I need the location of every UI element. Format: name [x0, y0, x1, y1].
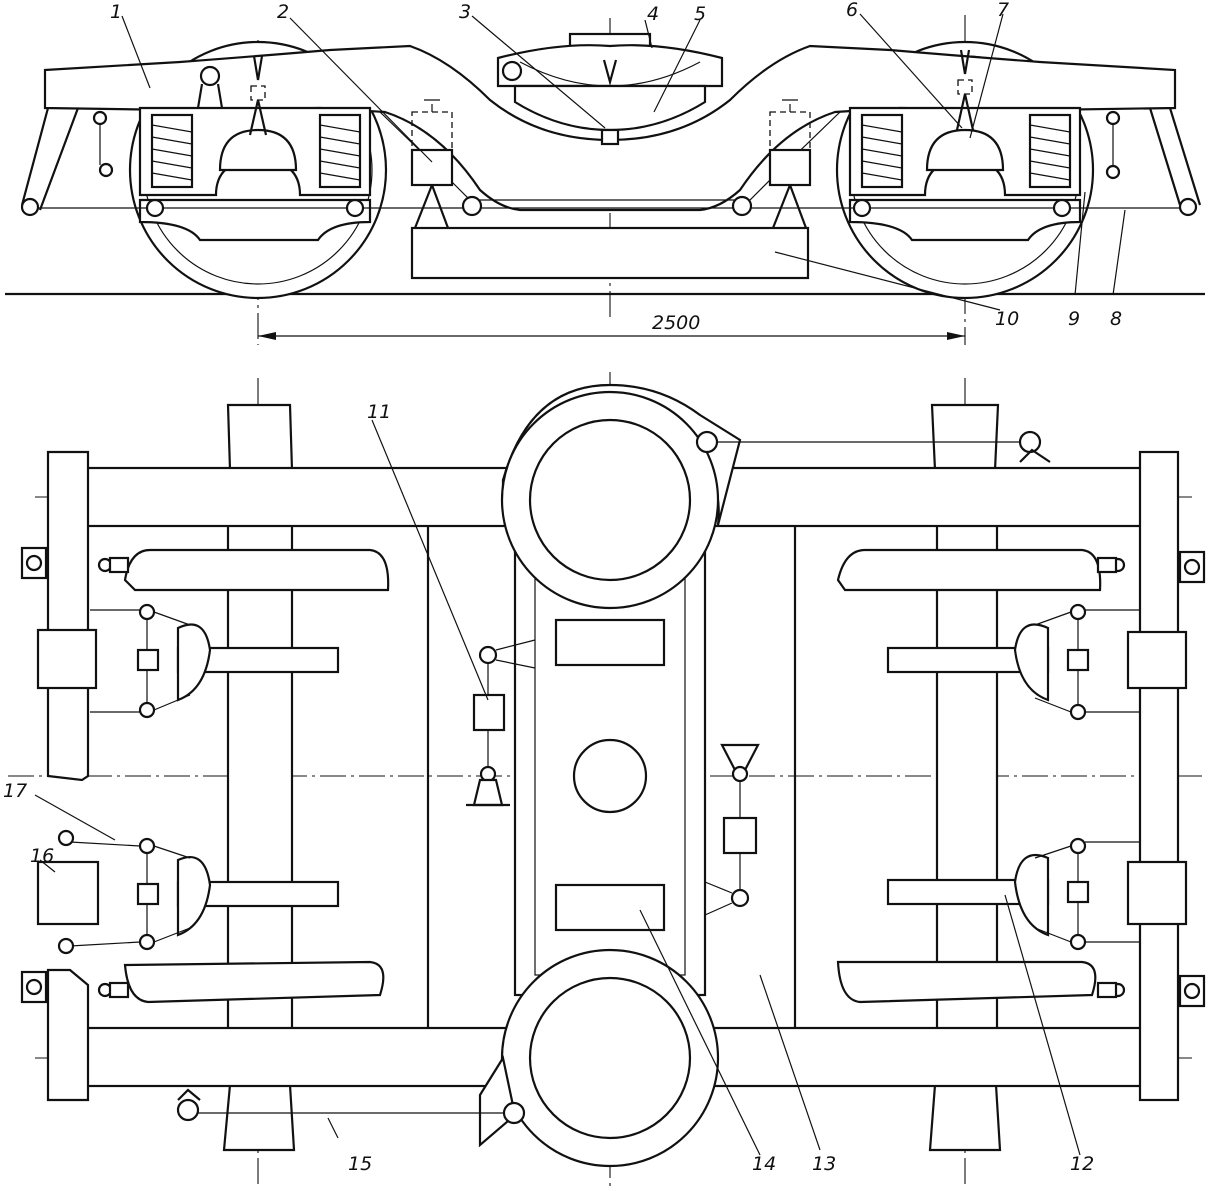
right-lower-bar [848, 198, 1082, 242]
side-leaders [121, 13, 1126, 311]
label-6: 6 [846, 0, 858, 21]
left-springs [150, 113, 362, 189]
label-2: 2 [277, 1, 289, 23]
center-pivot [496, 32, 724, 146]
dampers [466, 639, 760, 916]
right-springs [860, 113, 1072, 189]
left-end-member-lower [46, 968, 90, 1102]
box-16 [36, 860, 100, 926]
plan-leaders [34, 419, 1081, 1156]
label-14: 14 [752, 1153, 776, 1175]
label-11: 11 [367, 401, 391, 423]
item-labels: 1 2 3 4 5 6 7 10 9 8 11 17 16 15 14 13 1… [3, 0, 1122, 1175]
side-lugs [20, 546, 1206, 1008]
plan-view [8, 372, 1206, 1188]
link-pivots [145, 65, 1072, 218]
brake-hangers [20, 107, 1202, 217]
left-lower-bar [138, 198, 372, 242]
label-8: 8 [1110, 308, 1122, 330]
left-journal [218, 128, 298, 172]
right-end-member [1138, 450, 1180, 1102]
bogie-frame [43, 44, 1177, 212]
center-bowl [513, 84, 707, 132]
axle-hanger-links [248, 49, 975, 136]
label-15: 15 [348, 1153, 372, 1175]
axle-housings [222, 403, 1002, 1152]
side-view: 2500 [5, 13, 1205, 345]
lower-beam [410, 226, 810, 280]
top-pivot-ring [500, 383, 1051, 610]
label-3: 3 [459, 1, 471, 23]
label-7: 7 [997, 0, 1009, 21]
wheelbase-value: 2500 [652, 312, 700, 334]
right-journal [925, 128, 1005, 172]
brake-linkages [69, 603, 1140, 951]
central-pivot-hole [572, 738, 648, 814]
label-5: 5 [694, 3, 706, 25]
label-13: 13 [812, 1153, 836, 1175]
upper-bolster [496, 44, 724, 88]
label-9: 9 [1068, 308, 1080, 330]
label-4: 4 [647, 3, 659, 25]
shock-absorbers [410, 99, 812, 229]
left-end-member [46, 450, 90, 782]
label-10: 10 [995, 308, 1019, 330]
label-17: 17 [3, 780, 27, 802]
brake-shoes [97, 548, 1126, 1004]
label-1: 1 [110, 1, 122, 23]
wheelbase-dimension: 2500 [258, 312, 965, 340]
label-16: 16 [30, 845, 54, 867]
label-12: 12 [1070, 1153, 1094, 1175]
bottom-pivot-ring [176, 948, 720, 1168]
